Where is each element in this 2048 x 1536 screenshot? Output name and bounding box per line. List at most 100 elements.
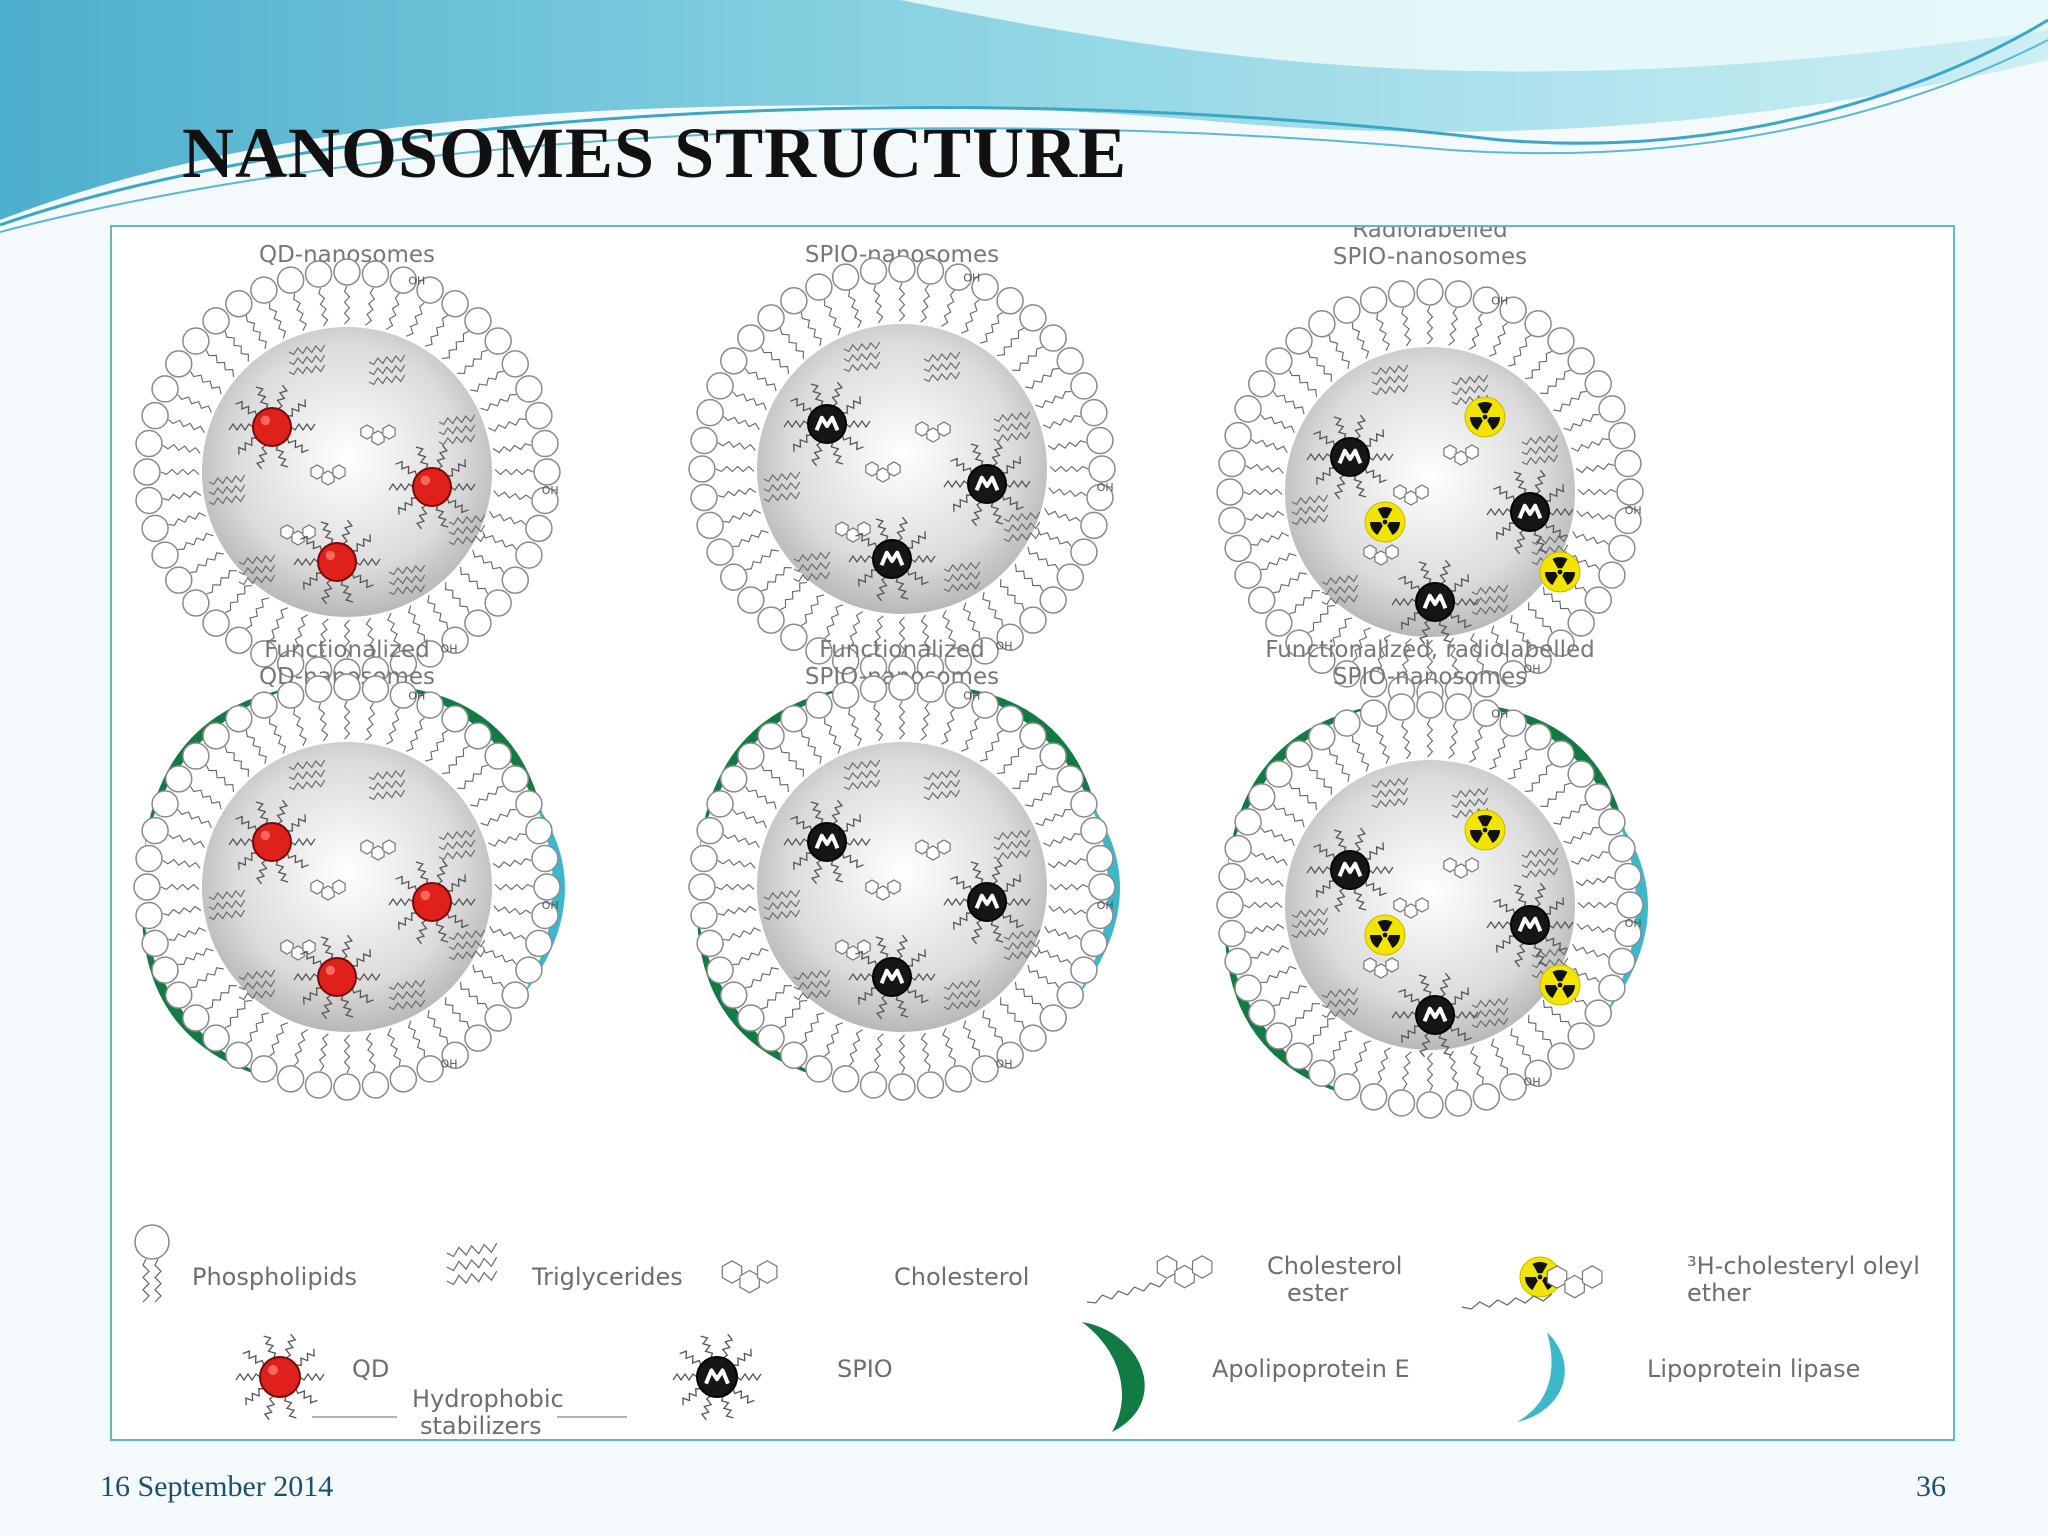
- hydroxyl-label: OH: [996, 1058, 1013, 1071]
- panel-caption: SPIO-nanosomes: [1333, 664, 1527, 690]
- cholesterol-molecule: [360, 424, 396, 446]
- hydroxyl-label: OH: [996, 640, 1013, 653]
- panel-caption: Radiolabelled: [1352, 227, 1507, 243]
- cholesterol-molecule: [280, 939, 316, 961]
- legend-cholesteryl-ether-label: ³H-cholesteryl oleyl: [1687, 1252, 1920, 1280]
- legend-hydrophobic-stabilizers-label: stabilizers: [420, 1412, 542, 1440]
- triglyceride-molecule: [843, 759, 881, 791]
- spio-particle: [848, 934, 936, 1020]
- hydroxyl-label: OH: [1491, 707, 1508, 720]
- triglyceride-molecule: [1321, 987, 1359, 1019]
- cholesteryl-ether-icon: [1461, 1265, 1603, 1310]
- triglyceride-molecule: [288, 344, 326, 376]
- phospholipid-tails: [160, 285, 534, 659]
- phospholipid-tails: [1243, 718, 1617, 1092]
- panel-caption: SPIO-nanosomes: [1333, 244, 1527, 270]
- hydroxyl-label: OH: [542, 484, 559, 497]
- legend-lipoprotein-lipase-label: Lipoprotein lipase: [1647, 1355, 1860, 1383]
- triglyceride-molecule: [208, 474, 246, 506]
- legend-lipoprotein-lipase-icon: [1517, 1332, 1565, 1422]
- triglyceride-molecule: [388, 979, 426, 1011]
- phospholipid-heads: [133, 258, 561, 686]
- phospholipid-heads: [688, 673, 1116, 1101]
- hydroxyl-label: OH: [542, 899, 559, 912]
- triglyceride-molecule: [793, 551, 831, 583]
- triglyceride-molecule: [1003, 511, 1041, 543]
- footer-date: 16 September 2014: [100, 1470, 334, 1503]
- cholesterol-molecule: [915, 839, 951, 861]
- phospholipid-tails: [160, 700, 534, 1074]
- cholesterol-molecule: [310, 879, 346, 901]
- triglyceride-molecule: [1471, 584, 1509, 616]
- legend-cholesterol-ester-label: ester: [1287, 1279, 1348, 1307]
- nanosome-core: [202, 742, 492, 1032]
- qd-particle: [388, 444, 476, 530]
- cholesterol-molecule: [1443, 444, 1479, 466]
- phospholipid-icon: [134, 1224, 170, 1303]
- radioactive-label-icon: [1464, 396, 1506, 438]
- triglyceride-molecule: [288, 759, 326, 791]
- triglyceride-molecule: [368, 769, 406, 801]
- triglyceride-molecule: [793, 969, 831, 1001]
- cholesterol-molecule: [1546, 1265, 1603, 1299]
- cholesterol-molecule: [1363, 544, 1399, 566]
- radioactive-label-icon: [1464, 809, 1506, 851]
- cholesterol-molecule: [1393, 897, 1429, 919]
- nanosomes-figure: QD-nanosomesOHOHOHSPIO-nanosomesOHOHOHRa…: [133, 227, 1920, 1440]
- cholesterol-molecule: [835, 939, 871, 961]
- panel-caption: Functionalized, radiolabelled: [1265, 637, 1595, 663]
- spio-particle: [1306, 414, 1394, 500]
- header-wave-banner: [0, 0, 2048, 233]
- triglyceride-molecule: [448, 514, 486, 546]
- spio-particle: [848, 516, 936, 602]
- legend-apolipoprotein-e-icon: [1082, 1322, 1145, 1432]
- nanosome-panels: QD-nanosomesOHOHOHSPIO-nanosomesOHOHOHRa…: [133, 227, 1648, 1119]
- legend-qd-label: QD: [352, 1355, 389, 1383]
- cholesterol-ester-icon: [1086, 1255, 1213, 1304]
- hydroxyl-label: OH: [408, 689, 425, 702]
- hydroxyl-label: OH: [408, 274, 425, 287]
- triglyceride-molecule: [923, 351, 961, 383]
- hydroxyl-label: OH: [1625, 504, 1642, 517]
- triglyceride-molecule: [923, 769, 961, 801]
- triglyceride-molecule: [438, 414, 476, 446]
- hydroxyl-label: OH: [1524, 1076, 1541, 1089]
- radioactive-label-icon: [1364, 914, 1406, 956]
- triglyceride-molecule: [943, 561, 981, 593]
- nanosome-core: [757, 324, 1047, 614]
- triglyceride-molecule: [438, 829, 476, 861]
- spio-particle: [1306, 827, 1394, 913]
- qd-particle: [388, 859, 476, 945]
- triglyceride-molecule: [238, 554, 276, 586]
- triglyceride-molecule: [208, 889, 246, 921]
- spio-particle: [1486, 882, 1574, 968]
- cholesterol-molecule: [1363, 957, 1399, 979]
- hydroxyl-label: OH: [963, 689, 980, 702]
- triglyceride-molecule: [1291, 494, 1329, 526]
- phospholipid-heads: [688, 255, 1116, 683]
- triglyceride-molecule: [1371, 777, 1409, 809]
- cholesterol-molecule: [280, 524, 316, 546]
- cholesterol-molecule: [1443, 857, 1479, 879]
- panel-caption: Functionalized: [819, 637, 985, 663]
- radioactive-label-icon: [1539, 964, 1581, 1006]
- hydroxyl-label: OH: [1491, 294, 1508, 307]
- hydroxyl-label: OH: [1625, 917, 1642, 930]
- phospholipid-tails: [715, 700, 1089, 1074]
- triglyceride-molecule: [1521, 847, 1559, 879]
- legend-spio-label: SPIO: [837, 1355, 893, 1383]
- cholesterol-molecule: [360, 839, 396, 861]
- qd-particle: [235, 1333, 325, 1421]
- phospholipid-heads: [1216, 691, 1644, 1119]
- hydroxyl-label: OH: [1524, 663, 1541, 676]
- qd-particle: [228, 799, 316, 885]
- radioactive-label-icon: [1364, 501, 1406, 543]
- spio-particle: [1486, 469, 1574, 555]
- legend-cholesterol-ester-label: Cholesterol: [1267, 1252, 1402, 1280]
- triglyceride-molecule: [843, 341, 881, 373]
- spio-particle: [783, 381, 871, 467]
